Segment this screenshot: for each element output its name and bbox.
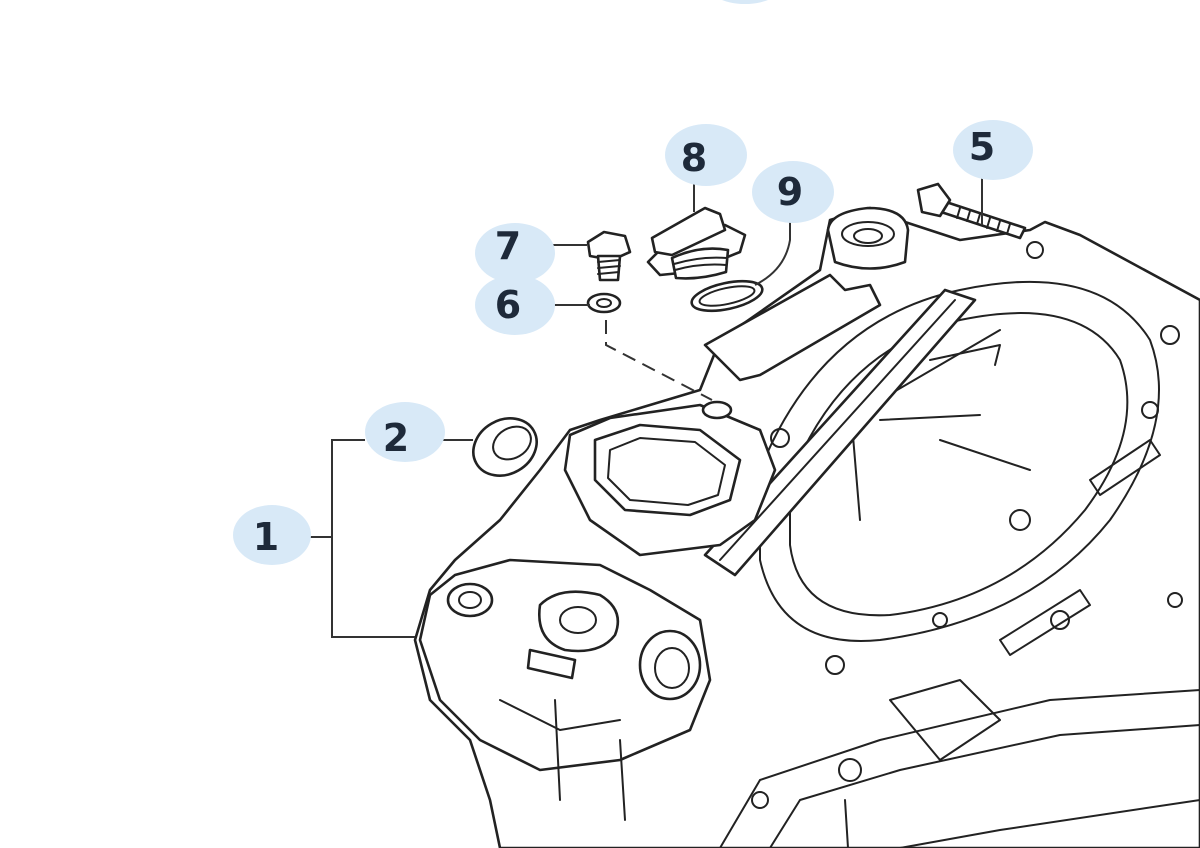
callout-7-label: 7 [495,224,521,268]
o-ring-inner [698,285,756,307]
housing-rib-2 [879,329,1001,401]
callout-1-label: 1 [253,515,279,559]
hole-a [770,428,790,448]
plug-bolt-head [586,230,632,262]
slot-2 [999,589,1091,656]
filler-boss [826,206,910,270]
vertical-rod [844,799,849,848]
assembly-dashed-line [605,320,713,401]
housing-rib-3 [879,414,981,421]
slot-3 [889,679,1001,761]
filler-cap-thread [673,256,728,271]
lower-rib-2 [554,699,561,801]
callout-9-bubble [752,161,834,223]
filler-boss-inner [853,228,883,244]
o-ring-outer [690,279,764,313]
lower-rib-3 [619,739,626,821]
lower-rib [499,699,621,731]
callout-1: 1 [233,505,311,565]
hole-d [1050,610,1070,630]
filler-cap-body [670,247,730,280]
hole-b [1141,401,1159,419]
crankcase-housing [413,206,1200,848]
callout-9-label: 9 [777,170,803,214]
lower-boss-1 [446,582,494,618]
lower-boss-1-hole [458,591,482,609]
callout-6: 6 [475,275,555,335]
filler-cap-top [650,206,727,257]
washer-inner [596,298,612,308]
oil-seal-part [472,417,538,477]
lower-flange [719,689,1200,848]
slot-1 [1089,439,1161,496]
callout-7: 7 [475,223,555,283]
filler-boss-hole [841,221,895,247]
callout-5-bubble [953,120,1033,180]
callout-2-bubble [365,402,445,462]
housing-ring-outer [759,280,1160,642]
leader-9 [754,215,791,286]
callout-1-bubble [233,505,311,565]
callout-6-label: 6 [495,283,521,327]
callout-8-bubble [665,124,747,186]
lower-pin [526,648,577,680]
left-mount-pad-inner [607,437,726,506]
cropped-callout-bubble [722,0,768,4]
callout-6-bubble [475,275,555,335]
lower-boss-2 [537,590,620,653]
housing-rib-4 [939,439,1031,471]
lower-boss-3-hole [654,647,690,689]
callout-5: 5 [953,120,1033,180]
callout-2-label: 2 [383,416,409,460]
filler-cap-part [646,206,747,280]
hole-e [932,612,948,628]
bolt-head [916,182,952,218]
lower-flange-2 [769,724,1200,848]
callout-7-bubble [475,223,555,283]
plug-bolt-part [586,230,632,282]
drain-seat [701,400,733,420]
diagonal-strut [703,288,977,577]
bolt-shaft [933,198,1027,240]
leader-1-bracket [331,439,415,638]
hole-h [825,655,845,675]
hole-j [1160,325,1180,345]
hole-c [1009,509,1031,531]
callout-8: 8 [665,124,747,186]
callout-2: 2 [365,402,445,462]
washer-part [586,292,622,314]
hole-i [1026,241,1044,259]
oil-seal-outer [472,417,538,477]
callout-9: 9 [752,161,834,223]
hole-k [751,791,769,809]
washer-outer [586,292,622,314]
hole-f [838,758,862,782]
lower-boss-2-hole [559,606,597,634]
top-cover-plate [703,273,882,382]
o-ring-part [690,279,764,313]
bolt-thread [956,207,1011,235]
callout-8-label: 8 [681,136,707,180]
bolt-part [916,182,1027,240]
plug-bolt-thread [597,259,621,275]
hole-g [1167,592,1183,608]
housing-rib-5 [929,344,1001,366]
bottom-edge [899,799,1200,848]
callout-5-label: 5 [969,125,995,169]
diagonal-strut-inner [719,299,956,561]
oil-seal-inner [492,425,532,461]
